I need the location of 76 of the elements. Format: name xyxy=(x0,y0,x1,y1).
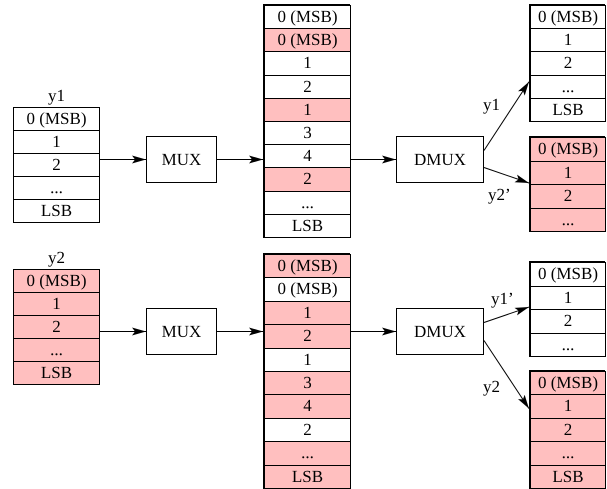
bit-field: LSB xyxy=(13,361,100,385)
bit-field: 0 (MSB) xyxy=(13,269,100,293)
bit-field: 1 xyxy=(530,394,606,419)
stack-heading: y2 xyxy=(47,249,66,267)
arrow xyxy=(216,156,264,164)
bit-field: 2 xyxy=(264,167,351,192)
bit-field: 0 (MSB) xyxy=(264,28,351,52)
bit-field: 2 xyxy=(13,153,100,177)
bit-field: 1 xyxy=(530,286,606,310)
arrow xyxy=(100,156,146,164)
bit-field: LSB xyxy=(13,199,100,223)
bit-field: 2 xyxy=(13,315,100,339)
bit-field: 1 xyxy=(264,98,351,122)
bit-field: 0 (MSB) xyxy=(264,254,351,278)
bit-field: ... xyxy=(13,176,100,200)
arrow xyxy=(216,328,264,336)
bit-stack xyxy=(263,4,350,238)
bit-field: 1 xyxy=(530,28,606,52)
bit-field: ... xyxy=(530,208,606,232)
edge-label: y2’ xyxy=(487,186,512,203)
demultiplexer-box: DMUX xyxy=(396,308,484,355)
bit-field: ... xyxy=(530,74,606,99)
multiplexer-box: MUX xyxy=(146,136,217,183)
bit-field: ... xyxy=(264,190,351,215)
bit-field: 0 (MSB) xyxy=(530,262,606,286)
bit-field: 0 (MSB) xyxy=(530,5,606,30)
demultiplexer-box: DMUX xyxy=(396,136,484,183)
bit-field: 0 (MSB) xyxy=(530,137,606,162)
bit-field: 0 (MSB) xyxy=(13,107,100,131)
bit-field: 1 xyxy=(264,51,351,76)
bit-field: 2 xyxy=(530,184,606,208)
arrow xyxy=(350,156,396,164)
bit-stack xyxy=(529,261,605,357)
arrow xyxy=(484,306,530,323)
bit-field: 3 xyxy=(264,371,351,396)
bit-field: 2 xyxy=(264,324,351,349)
arrow xyxy=(484,340,530,410)
bit-stack xyxy=(529,370,605,489)
bit-field: ... xyxy=(530,441,606,466)
bit-field: ... xyxy=(530,332,606,357)
multiplexer-box: MUX xyxy=(146,308,217,355)
bit-field: LSB xyxy=(264,464,351,489)
bit-field: 2 xyxy=(530,418,606,442)
bit-field: 4 xyxy=(264,144,351,168)
bit-stack xyxy=(13,249,100,385)
bit-field: 0 (MSB) xyxy=(530,371,606,396)
bit-field: 1 xyxy=(13,130,100,154)
arrow xyxy=(484,167,530,184)
bit-field: ... xyxy=(264,441,351,466)
bit-field: 1 xyxy=(264,300,351,326)
bit-field: LSB xyxy=(264,214,351,238)
bit-stack xyxy=(13,87,100,223)
stack-heading: y1 xyxy=(47,87,66,105)
bit-field: 1 xyxy=(264,348,351,372)
arrow xyxy=(484,81,530,151)
bit-field: 0 (MSB) xyxy=(264,5,351,30)
edge-label: y1 xyxy=(482,96,501,113)
bit-field: 1 xyxy=(13,292,100,316)
bit-stack xyxy=(263,253,350,489)
edge-label: y1’ xyxy=(490,290,515,307)
bit-stack xyxy=(529,4,605,122)
bit-field: 2 xyxy=(530,51,606,76)
arrow xyxy=(350,328,396,336)
bit-field: 1 xyxy=(530,160,606,185)
bit-field: 3 xyxy=(264,121,351,146)
bit-field: 2 xyxy=(264,74,351,99)
arrow xyxy=(100,328,146,336)
bit-field: ... xyxy=(13,338,100,362)
bit-field: 2 xyxy=(264,418,351,442)
bit-field: 0 (MSB) xyxy=(264,277,351,302)
bit-stack xyxy=(529,136,605,232)
edge-label: y2 xyxy=(482,378,501,395)
bit-field: LSB xyxy=(530,464,606,489)
bit-field: 2 xyxy=(530,309,606,334)
bit-field: LSB xyxy=(530,98,606,122)
bit-field: 4 xyxy=(264,394,351,419)
